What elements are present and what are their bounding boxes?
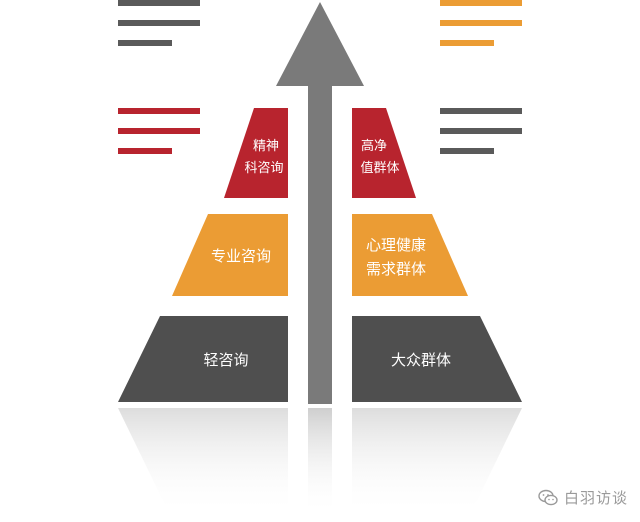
reflection-arrow (308, 408, 332, 515)
label-left-middle: 专业咨询 (211, 247, 271, 265)
label-right-middle-line1: 心理健康 (366, 236, 426, 254)
lines-orange-top-right (440, 0, 522, 46)
watermark-text: 白羽访谈 (563, 489, 628, 507)
lines-gray-top-left (118, 0, 200, 46)
tier-right-top (352, 108, 416, 198)
label-left-top-line2: 科咨询 (244, 161, 283, 176)
wechat-icon (538, 489, 558, 505)
lines-gray-right (440, 108, 522, 154)
tier-left-middle (172, 214, 288, 296)
label-left-bottom: 轻咨询 (203, 351, 248, 369)
watermark: 白羽访谈 (538, 487, 628, 508)
label-left-top-line1: 精神 (253, 139, 279, 154)
tier-left-top (224, 108, 288, 198)
tier-left-bottom (118, 316, 288, 402)
label-right-bottom: 大众群体 (391, 351, 451, 369)
tier-right-bottom (352, 316, 522, 402)
up-arrow (276, 2, 364, 404)
reflection-right (352, 408, 522, 515)
tier-right-middle (352, 214, 468, 296)
lines-red-left (118, 108, 200, 154)
label-right-top-line1: 高净 (361, 138, 387, 154)
label-right-middle-line2: 需求群体 (366, 260, 426, 278)
reflection-left (118, 408, 288, 515)
label-right-top-line2: 值群体 (360, 160, 399, 176)
